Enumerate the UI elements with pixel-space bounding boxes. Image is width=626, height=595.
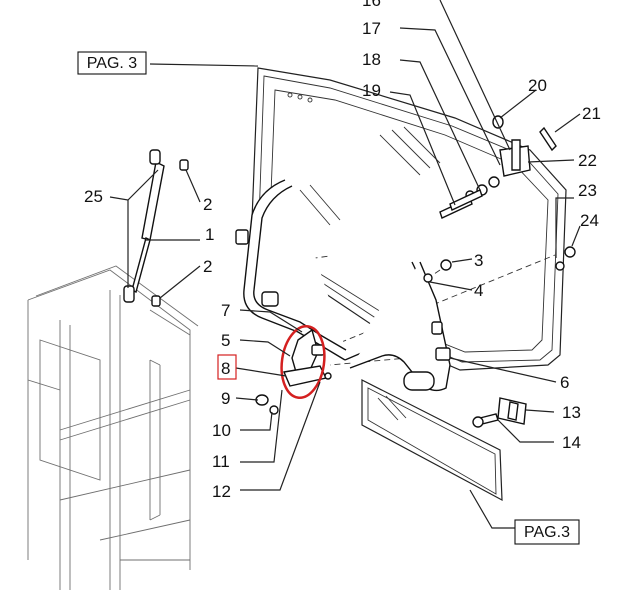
callout-9: 9 bbox=[221, 389, 230, 408]
callout-20: 20 bbox=[528, 76, 547, 95]
callout-16: 16 bbox=[362, 0, 381, 10]
svg-text:PAG.3: PAG.3 bbox=[524, 524, 570, 541]
callout-14: 14 bbox=[562, 433, 581, 452]
callout-3: 3 bbox=[474, 251, 483, 270]
handle-bar-right bbox=[344, 261, 451, 392]
small-hardware bbox=[255, 259, 527, 428]
leader-lines bbox=[109, 0, 581, 529]
callout-5: 5 bbox=[221, 331, 230, 350]
callout-4: 4 bbox=[474, 281, 483, 300]
gas-strut bbox=[123, 149, 189, 307]
callout-19: 19 bbox=[362, 81, 381, 100]
callout-8: 8 bbox=[221, 359, 230, 378]
callout-22: 22 bbox=[578, 151, 597, 170]
page-ref-top-left: PAG. 3 bbox=[77, 51, 147, 75]
handle-bar-left bbox=[235, 179, 347, 361]
callout-10: 10 bbox=[212, 421, 231, 440]
callout-13: 13 bbox=[562, 403, 581, 422]
callout-17: 17 bbox=[362, 19, 381, 38]
callout-25: 25 bbox=[84, 187, 103, 206]
page-ref-bottom-right: PAG.3 bbox=[514, 519, 580, 545]
callout-2-bottom: 2 bbox=[203, 257, 212, 276]
callout-11: 11 bbox=[212, 452, 230, 471]
callouts: 16 17 18 19 20 21 22 23 24 25 2 1 2 3 4 … bbox=[84, 0, 601, 501]
callout-24: 24 bbox=[580, 211, 599, 230]
callout-6: 6 bbox=[560, 373, 569, 392]
latch-assembly bbox=[283, 328, 332, 387]
callout-23: 23 bbox=[578, 181, 597, 200]
callout-7: 7 bbox=[221, 301, 230, 320]
hinge-parts bbox=[439, 115, 576, 271]
highlight-circle bbox=[280, 324, 326, 400]
callout-18: 18 bbox=[362, 50, 381, 69]
svg-text:PAG. 3: PAG. 3 bbox=[87, 55, 137, 72]
callout-2-top: 2 bbox=[203, 195, 212, 214]
cab-frame bbox=[27, 265, 199, 590]
lower-glass-panel bbox=[361, 379, 503, 502]
callout-1: 1 bbox=[205, 225, 214, 244]
callout-21: 21 bbox=[582, 104, 601, 123]
part-8-highlight-box bbox=[217, 354, 237, 380]
callout-12: 12 bbox=[212, 482, 231, 501]
